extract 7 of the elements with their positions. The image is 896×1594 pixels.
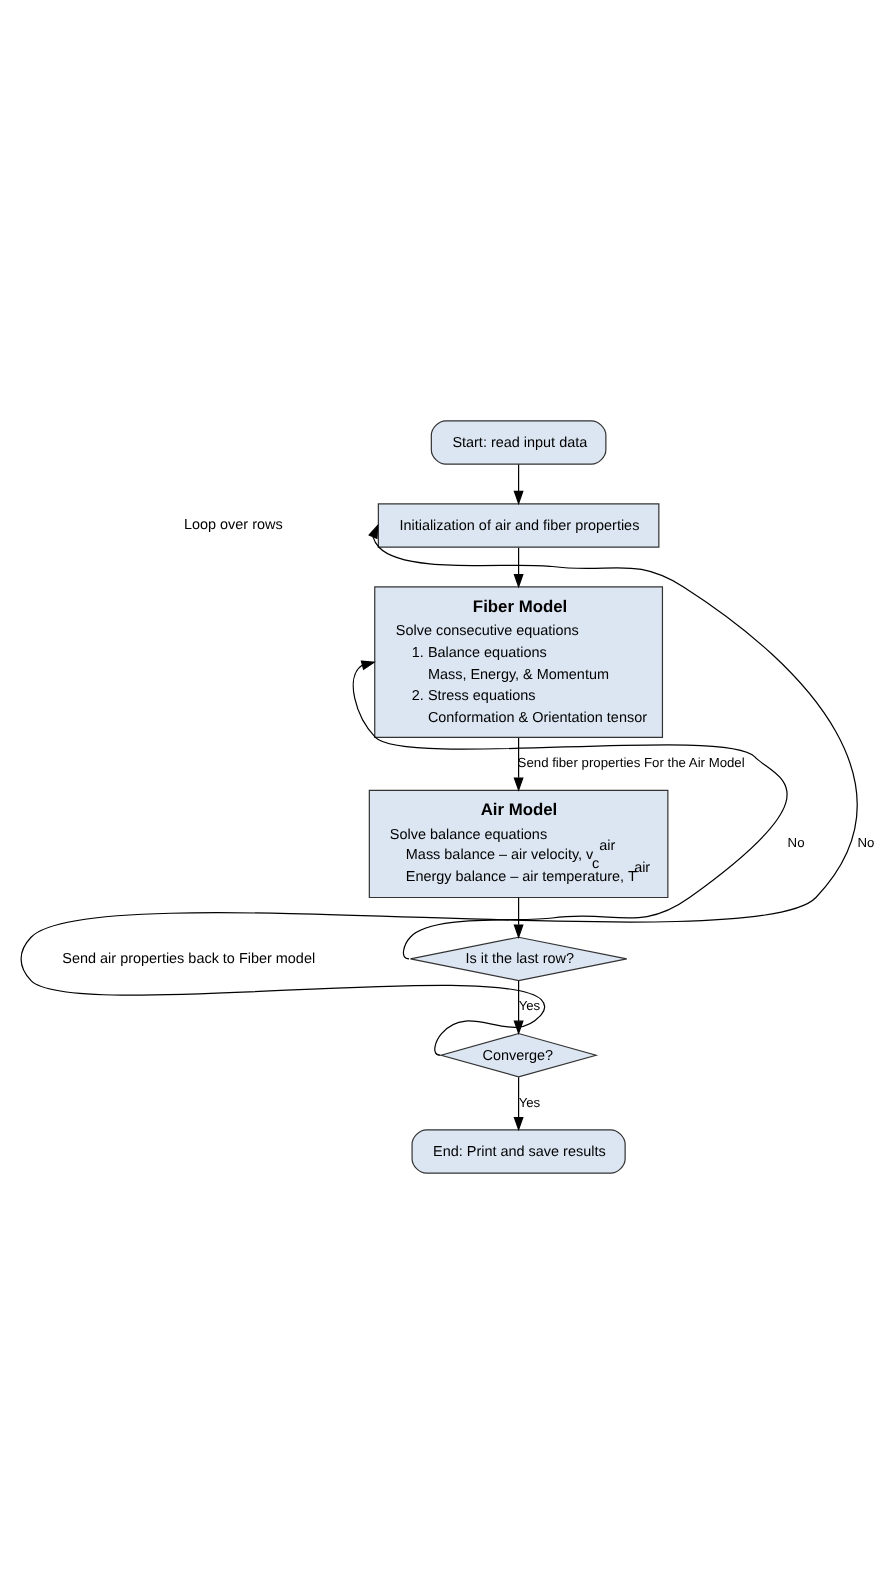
arrow	[513, 547, 524, 589]
arrow	[513, 463, 524, 506]
arrow	[513, 737, 524, 792]
arrow	[513, 1076, 524, 1132]
arrow	[513, 897, 524, 939]
arrow	[352, 660, 788, 960]
arrow	[20, 523, 858, 1056]
